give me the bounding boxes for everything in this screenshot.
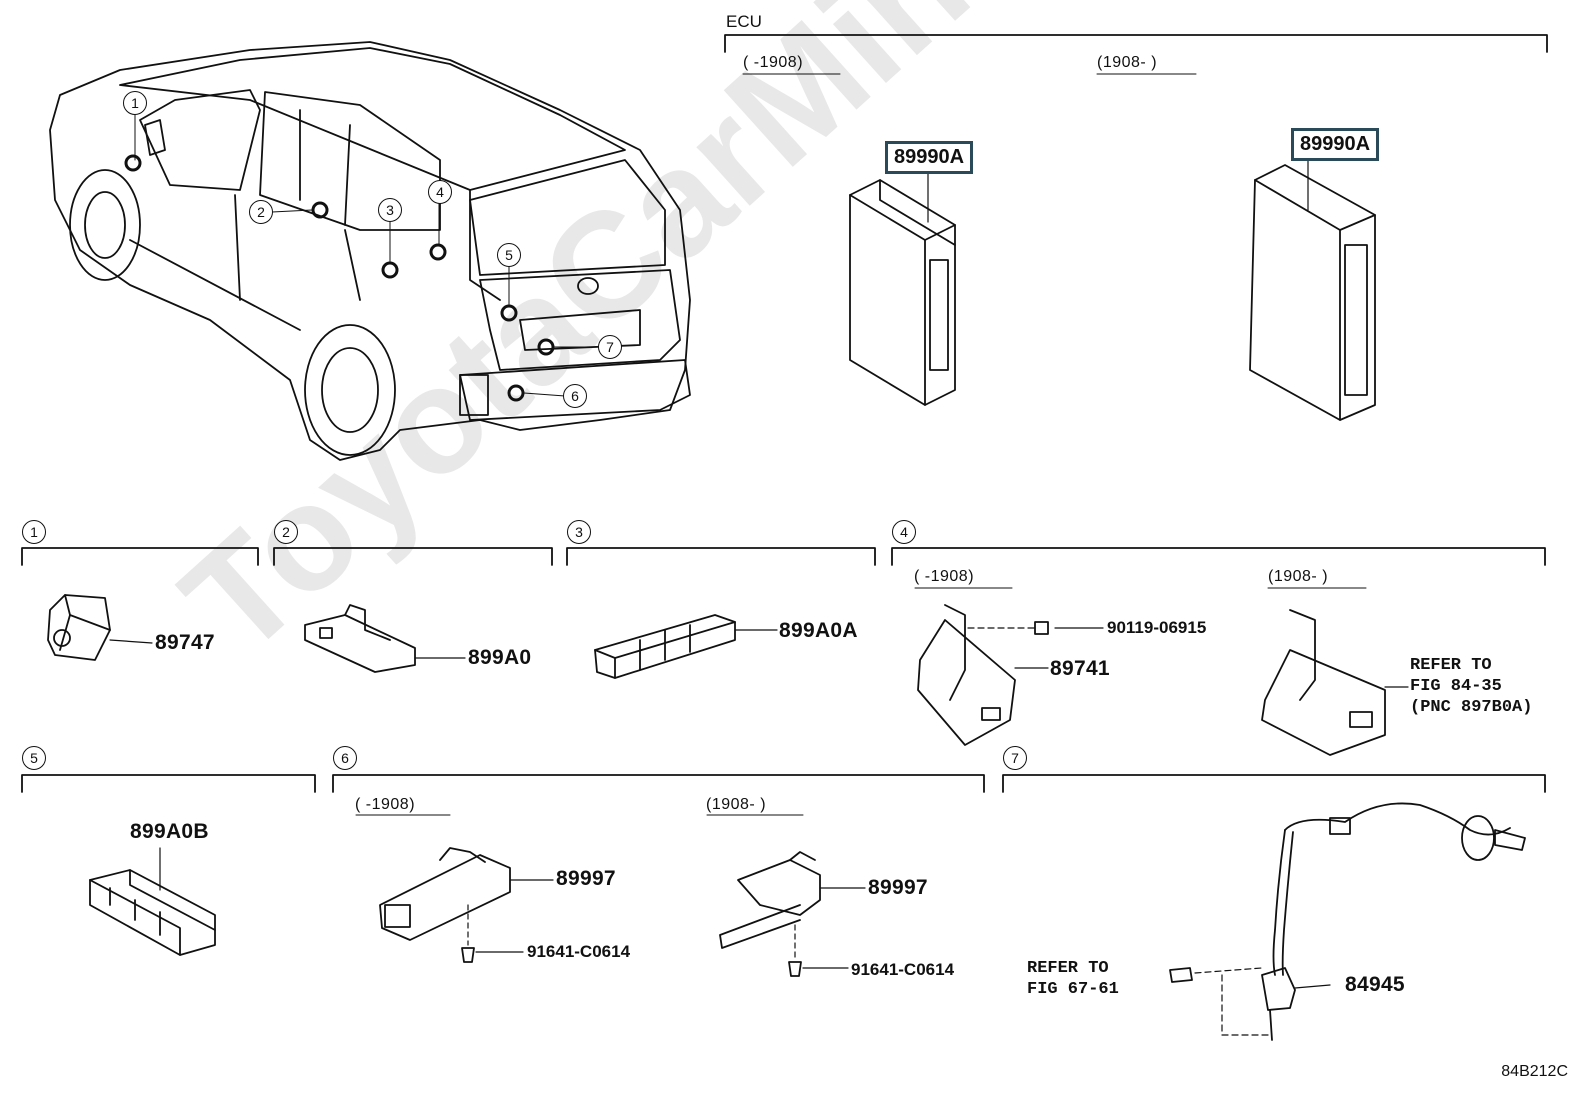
- part-label-899A0A[interactable]: 899A0A: [779, 619, 858, 642]
- section-7-num: 7: [1003, 746, 1027, 770]
- ecu-range-right: (1908- ): [1097, 54, 1158, 71]
- s4-range-left: ( -1908): [914, 568, 975, 585]
- callout-5: 5: [497, 243, 521, 267]
- ecu-part-right[interactable]: 89990A: [1291, 128, 1380, 161]
- vehicle-illustration: [49, 41, 691, 461]
- callout-6: 6: [563, 384, 587, 408]
- s7-refer-note[interactable]: REFER TO FIG 67-61: [1027, 959, 1119, 999]
- part-89997-late: [719, 851, 866, 977]
- ecu-range-left: ( -1908): [743, 54, 804, 71]
- s6-range-left: ( -1908): [355, 796, 416, 813]
- section-3-num: 3: [567, 520, 591, 544]
- part-label-91641-C0614-early[interactable]: 91641-C0614: [527, 942, 631, 961]
- s4-range-right: (1908- ): [1268, 568, 1329, 585]
- s4-refer-note[interactable]: REFER TO FIG 84-35 (PNC 897B0A): [1410, 656, 1533, 717]
- ecu-bracket: [724, 34, 1548, 75]
- ecu-module-left: [849, 171, 956, 406]
- diagram-code: 84B212C: [1501, 1063, 1568, 1080]
- callout-4: 4: [428, 180, 452, 204]
- section-brackets: [21, 547, 1546, 816]
- callout-7: 7: [598, 335, 622, 359]
- s6-range-right: (1908- ): [706, 796, 767, 813]
- part-label-89747[interactable]: 89747: [155, 631, 215, 654]
- part-label-899A0[interactable]: 899A0: [468, 646, 532, 669]
- section-6-num: 6: [333, 746, 357, 770]
- part-label-84945[interactable]: 84945: [1345, 973, 1405, 996]
- part-label-89997-late[interactable]: 89997: [868, 876, 928, 899]
- part-89741: [917, 604, 1104, 746]
- part-label-91641-C0614-late[interactable]: 91641-C0614: [851, 960, 955, 979]
- callout-1: 1: [123, 91, 147, 115]
- part-899A0B: [89, 847, 216, 956]
- part-899A0A: [594, 614, 778, 679]
- section-1-num: 1: [22, 520, 46, 544]
- part-89747: [47, 594, 153, 661]
- part-label-899A0B[interactable]: 899A0B: [130, 820, 209, 843]
- section-2-num: 2: [274, 520, 298, 544]
- part-897B0A-ref: [1261, 609, 1409, 756]
- part-899A0: [304, 604, 466, 673]
- section-5-num: 5: [22, 746, 46, 770]
- part-label-89741[interactable]: 89741: [1050, 657, 1110, 680]
- ecu-part-left[interactable]: 89990A: [885, 141, 974, 174]
- part-84945: [1169, 802, 1526, 1041]
- ecu-title: ECU: [726, 12, 762, 31]
- callout-3: 3: [378, 198, 402, 222]
- callout-2: 2: [249, 200, 273, 224]
- part-89997-early: [379, 847, 554, 963]
- part-label-89997-early[interactable]: 89997: [556, 867, 616, 890]
- ecu-module-right: [1249, 159, 1376, 421]
- section-4-num: 4: [892, 520, 916, 544]
- part-label-90119-06915[interactable]: 90119-06915: [1107, 618, 1207, 637]
